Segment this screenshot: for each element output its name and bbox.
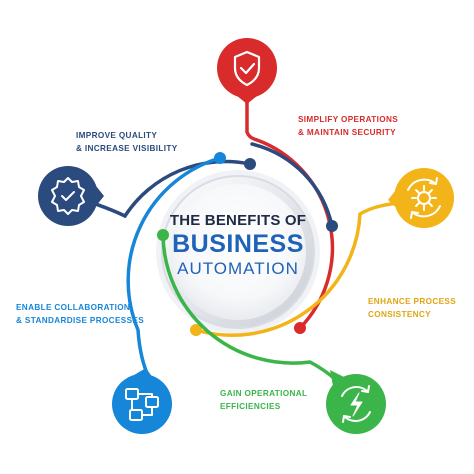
connector-consistency-dot	[190, 324, 202, 336]
gear-cycle-icon	[407, 177, 441, 219]
label-security-line-1: SIMPLIFY OPERATIONS	[298, 115, 399, 124]
center-title: THE BENEFITS OF BUSINESS AUTOMATION	[168, 212, 308, 280]
security-pin	[217, 38, 277, 104]
label-quality-line-2: & INCREASE VISIBILITY	[76, 143, 178, 153]
connector-efficiency-dot	[157, 229, 169, 241]
label-consistency: ENHANCE PROCESS CONSISTENCY	[368, 296, 456, 321]
label-quality: IMPROVE QUALITY & INCREASE VISIBILITY	[76, 130, 178, 155]
connector-consistency	[194, 201, 402, 337]
shield-check-icon	[233, 50, 261, 87]
collaboration-pin	[112, 368, 172, 434]
hub-disc	[170, 184, 306, 320]
quality-badge-icon	[51, 177, 85, 215]
title-line-3: AUTOMATION	[177, 259, 299, 278]
label-security: SIMPLIFY OPERATIONS & MAINTAIN SECURITY	[298, 114, 398, 139]
connector-hub-accent-dot	[326, 220, 338, 232]
title-line-2: BUSINESS	[172, 230, 304, 258]
connector-efficiency	[161, 233, 338, 382]
label-efficiency-line-1: GAIN OPERATIONAL	[220, 389, 308, 398]
label-security-line-2: & MAINTAIN SECURITY	[298, 127, 396, 137]
efficiency-pin	[326, 370, 386, 434]
label-consistency-line-1: ENHANCE PROCESS	[368, 297, 457, 306]
title-line-1: THE BENEFITS OF	[169, 212, 307, 229]
connector-quality-dot	[244, 158, 256, 170]
workflow-network-icon	[125, 388, 159, 421]
energy-cycle-icon	[341, 385, 371, 423]
connector-hub-accent	[250, 142, 334, 228]
connector-collaboration-dot	[214, 152, 226, 164]
label-collaboration-line-2: & STANDARDISE PROCESSES	[16, 315, 144, 325]
label-collaboration: ENABLE COLLABORATION & STANDARDISE PROCE…	[16, 302, 144, 327]
label-consistency-line-2: CONSISTENCY	[368, 309, 431, 319]
label-collaboration-line-1: ENABLE COLLABORATION	[16, 303, 131, 312]
connector-security-dot	[294, 322, 306, 334]
label-quality-line-1: IMPROVE QUALITY	[76, 131, 158, 140]
consistency-pin	[388, 168, 454, 228]
connector-collaboration	[126, 156, 222, 382]
quality-pin	[38, 166, 104, 226]
label-efficiency: GAIN OPERATIONAL EFFICIENCIES	[220, 388, 307, 413]
label-efficiency-line-2: EFFICIENCIES	[220, 401, 281, 411]
